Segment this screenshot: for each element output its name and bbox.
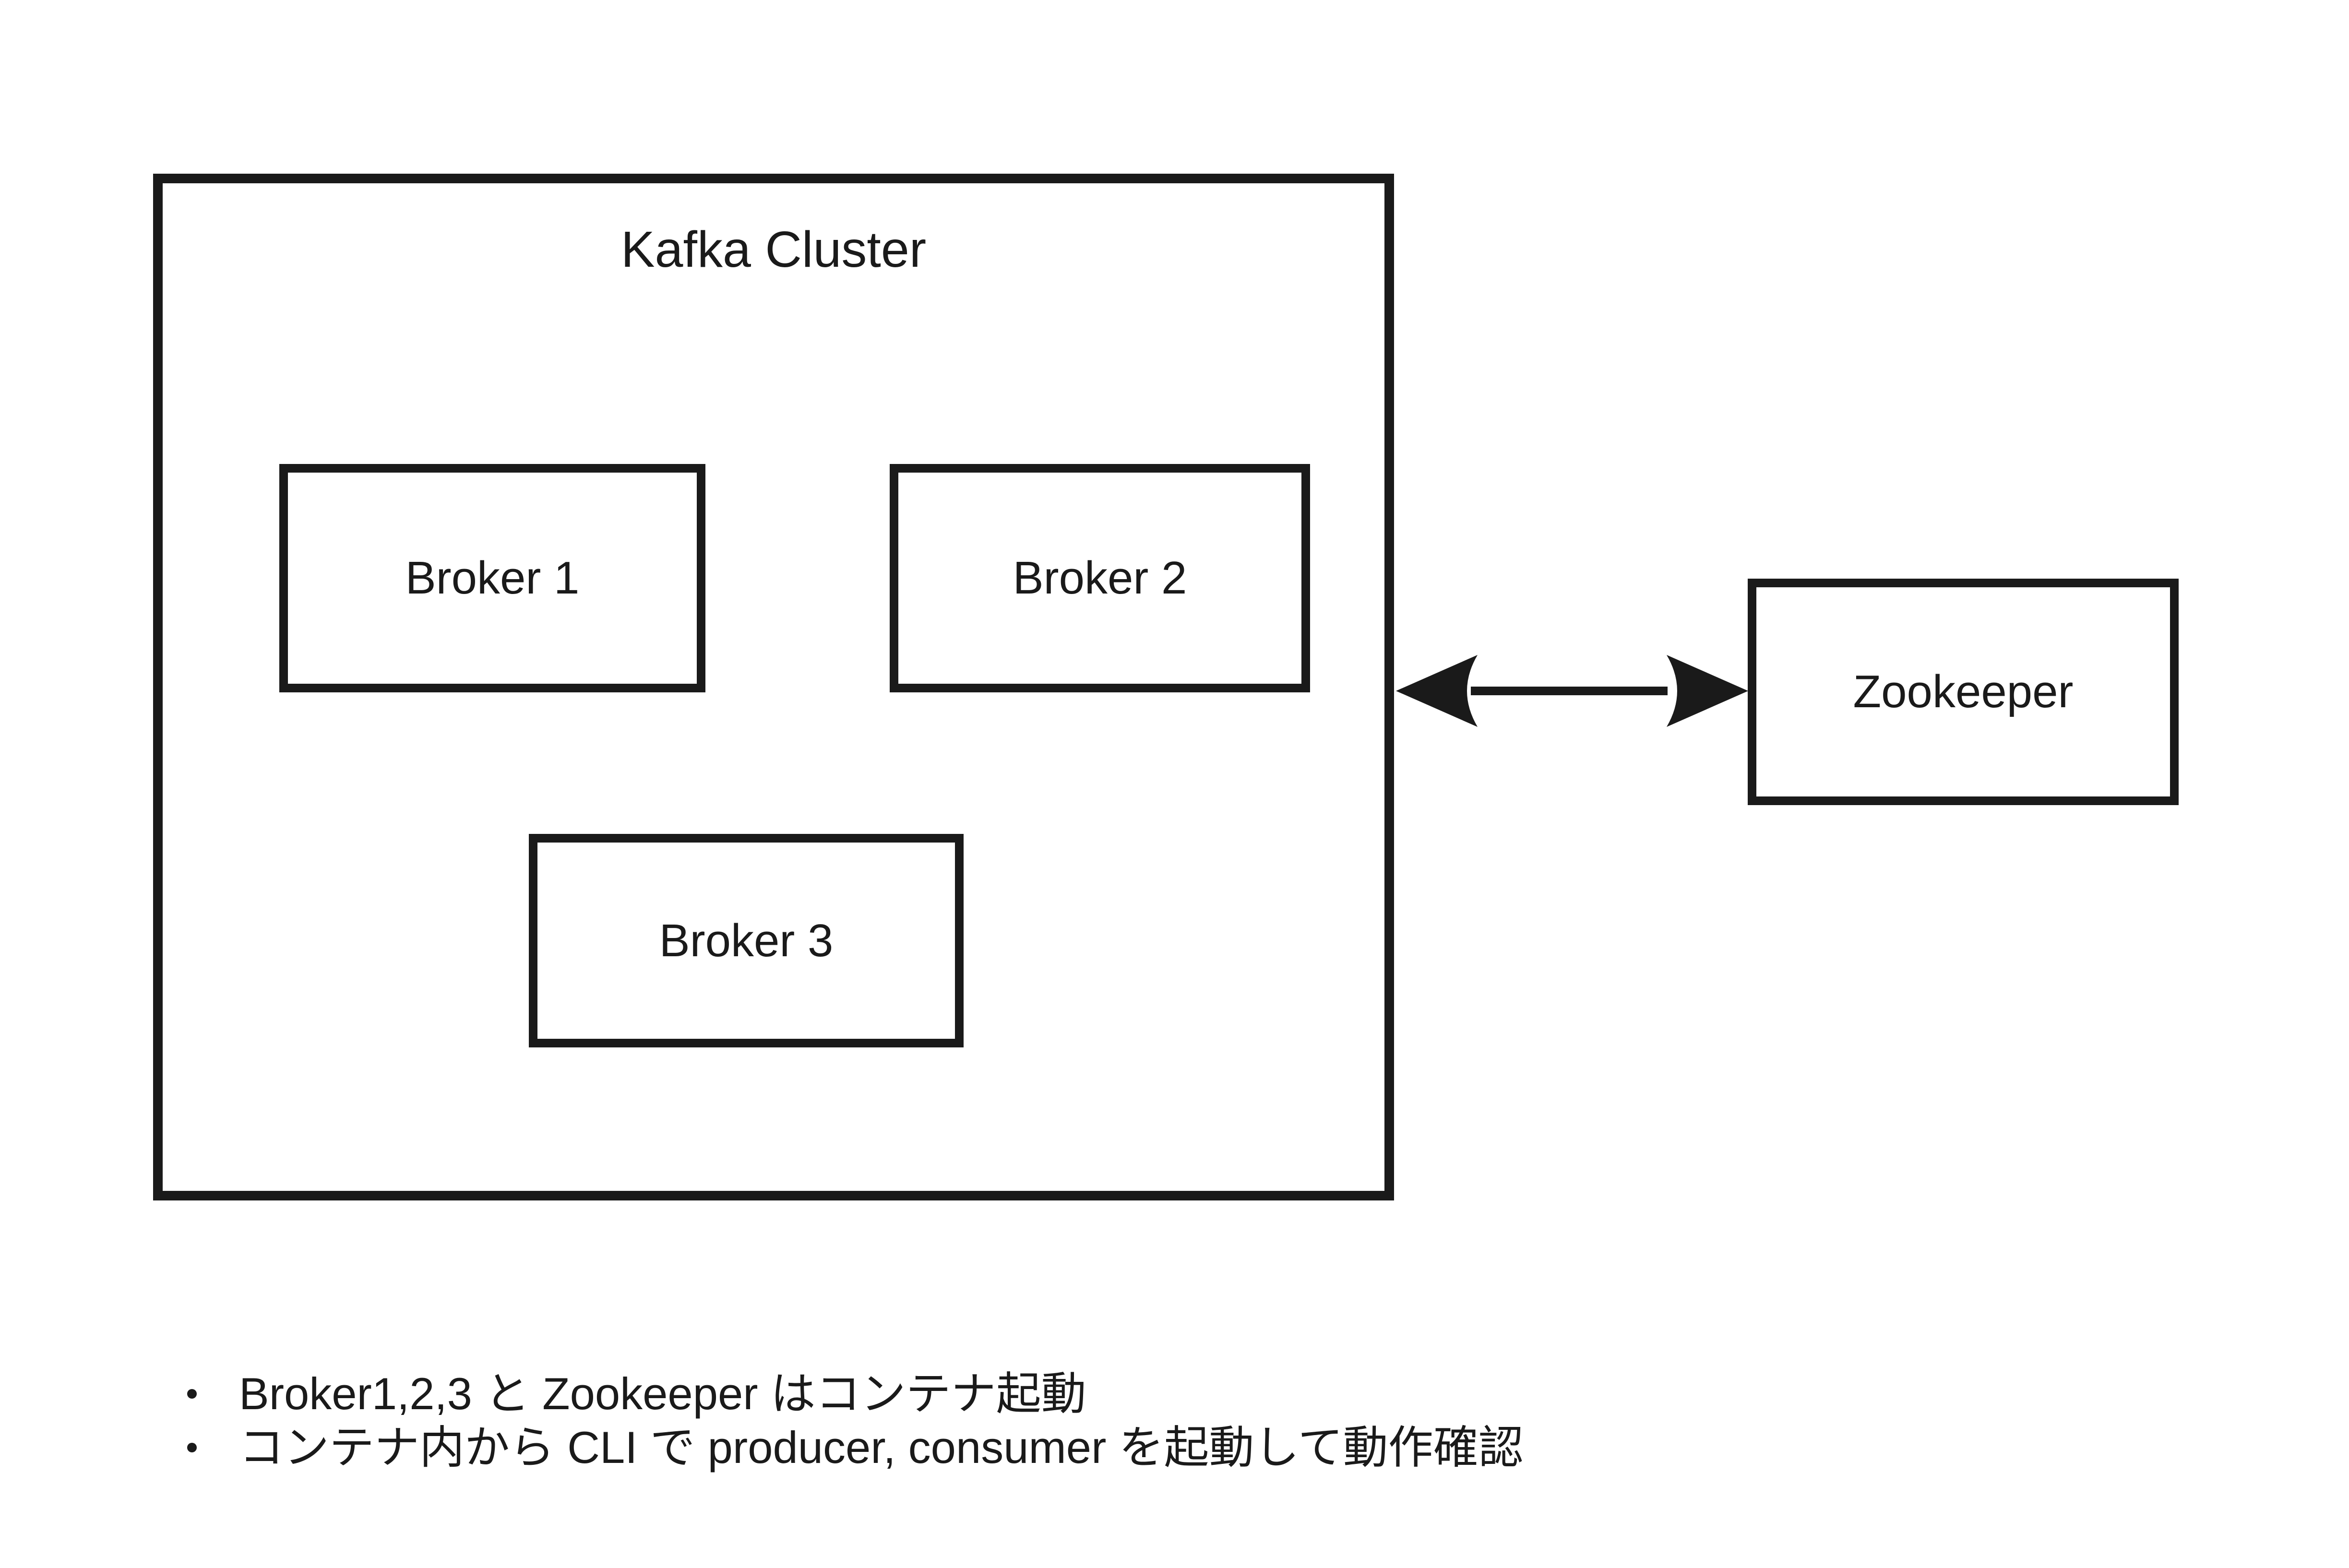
bullet-icon — [187, 1443, 197, 1452]
list-item: Broker1,2,3 と Zookeeper はコンテナ起動 — [187, 1367, 1524, 1421]
arrow-head-right — [1667, 655, 1748, 727]
broker-2-label: Broker 2 — [1013, 552, 1187, 604]
arrow-shaft — [1471, 687, 1668, 695]
list-item: コンテナ内から CLI で producer, consumer を起動して動作… — [187, 1421, 1524, 1474]
zookeeper-label: Zookeeper — [1853, 666, 2074, 717]
broker-3-box: Broker 3 — [529, 834, 964, 1047]
broker-2-box: Broker 2 — [890, 464, 1310, 692]
note-text-1: Broker1,2,3 と Zookeeper はコンテナ起動 — [239, 1368, 1086, 1419]
broker-1-box: Broker 1 — [279, 464, 705, 692]
bullet-icon — [187, 1389, 197, 1399]
broker-3-label: Broker 3 — [659, 915, 834, 966]
zookeeper-box: Zookeeper — [1748, 579, 2179, 805]
notes-list: Broker1,2,3 と Zookeeper はコンテナ起動 コンテナ内から … — [187, 1367, 1524, 1474]
arrow-head-left — [1396, 655, 1478, 727]
kafka-cluster-title: Kafka Cluster — [620, 221, 927, 278]
broker-1-label: Broker 1 — [405, 552, 580, 604]
note-text-2: コンテナ内から CLI で producer, consumer を起動して動作… — [239, 1422, 1524, 1473]
bidirectional-arrow-icon — [1396, 655, 1748, 727]
